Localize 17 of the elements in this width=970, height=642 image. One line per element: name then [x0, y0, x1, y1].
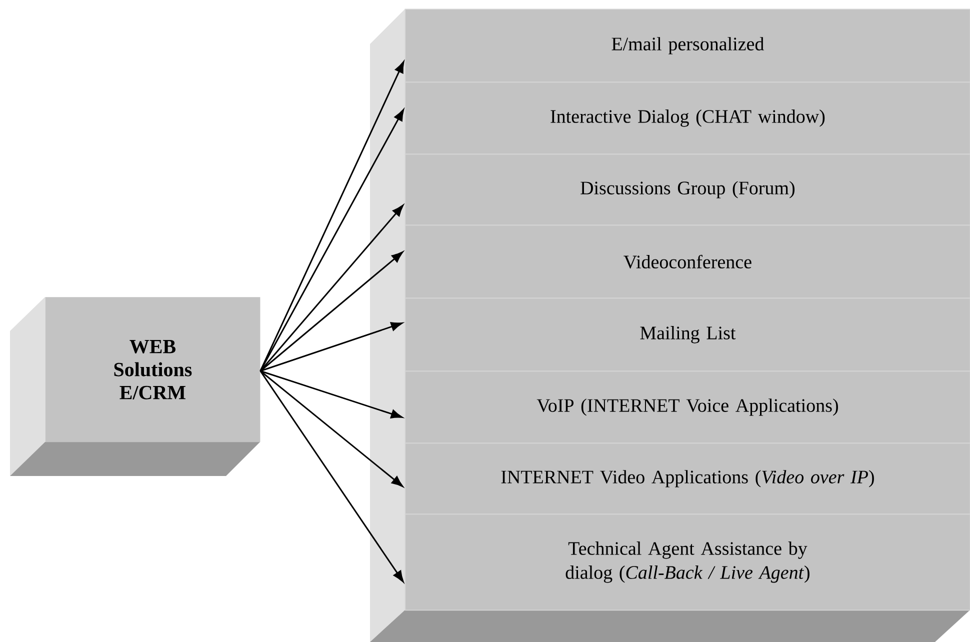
arrow: [260, 204, 404, 372]
solution-box: WEB Solutions E/CRM: [45, 297, 260, 442]
channel-row: Discussions Group (Forum): [404, 154, 970, 226]
channel-row: Interactive Dialog (CHAT window): [404, 82, 970, 155]
channel-row: Videoconference: [404, 224, 970, 299]
arrow: [260, 322, 402, 372]
arrow: [260, 370, 402, 418]
channel-row: E/mail personalized: [404, 8, 970, 83]
arrow: [260, 109, 404, 372]
channel-row: Mailing List: [404, 298, 970, 372]
channel-row: INTERNET Video Applications (Video over IP): [404, 442, 970, 515]
arrow: [260, 370, 404, 582]
channel-row: Technical Agent Assistance by dialog (Call-Back / Live Agent): [404, 514, 970, 611]
arrow: [260, 370, 404, 487]
channel-row: VoIP (INTERNET Voice Applications): [404, 370, 970, 444]
arrow: [260, 252, 404, 372]
arrow: [260, 61, 404, 372]
